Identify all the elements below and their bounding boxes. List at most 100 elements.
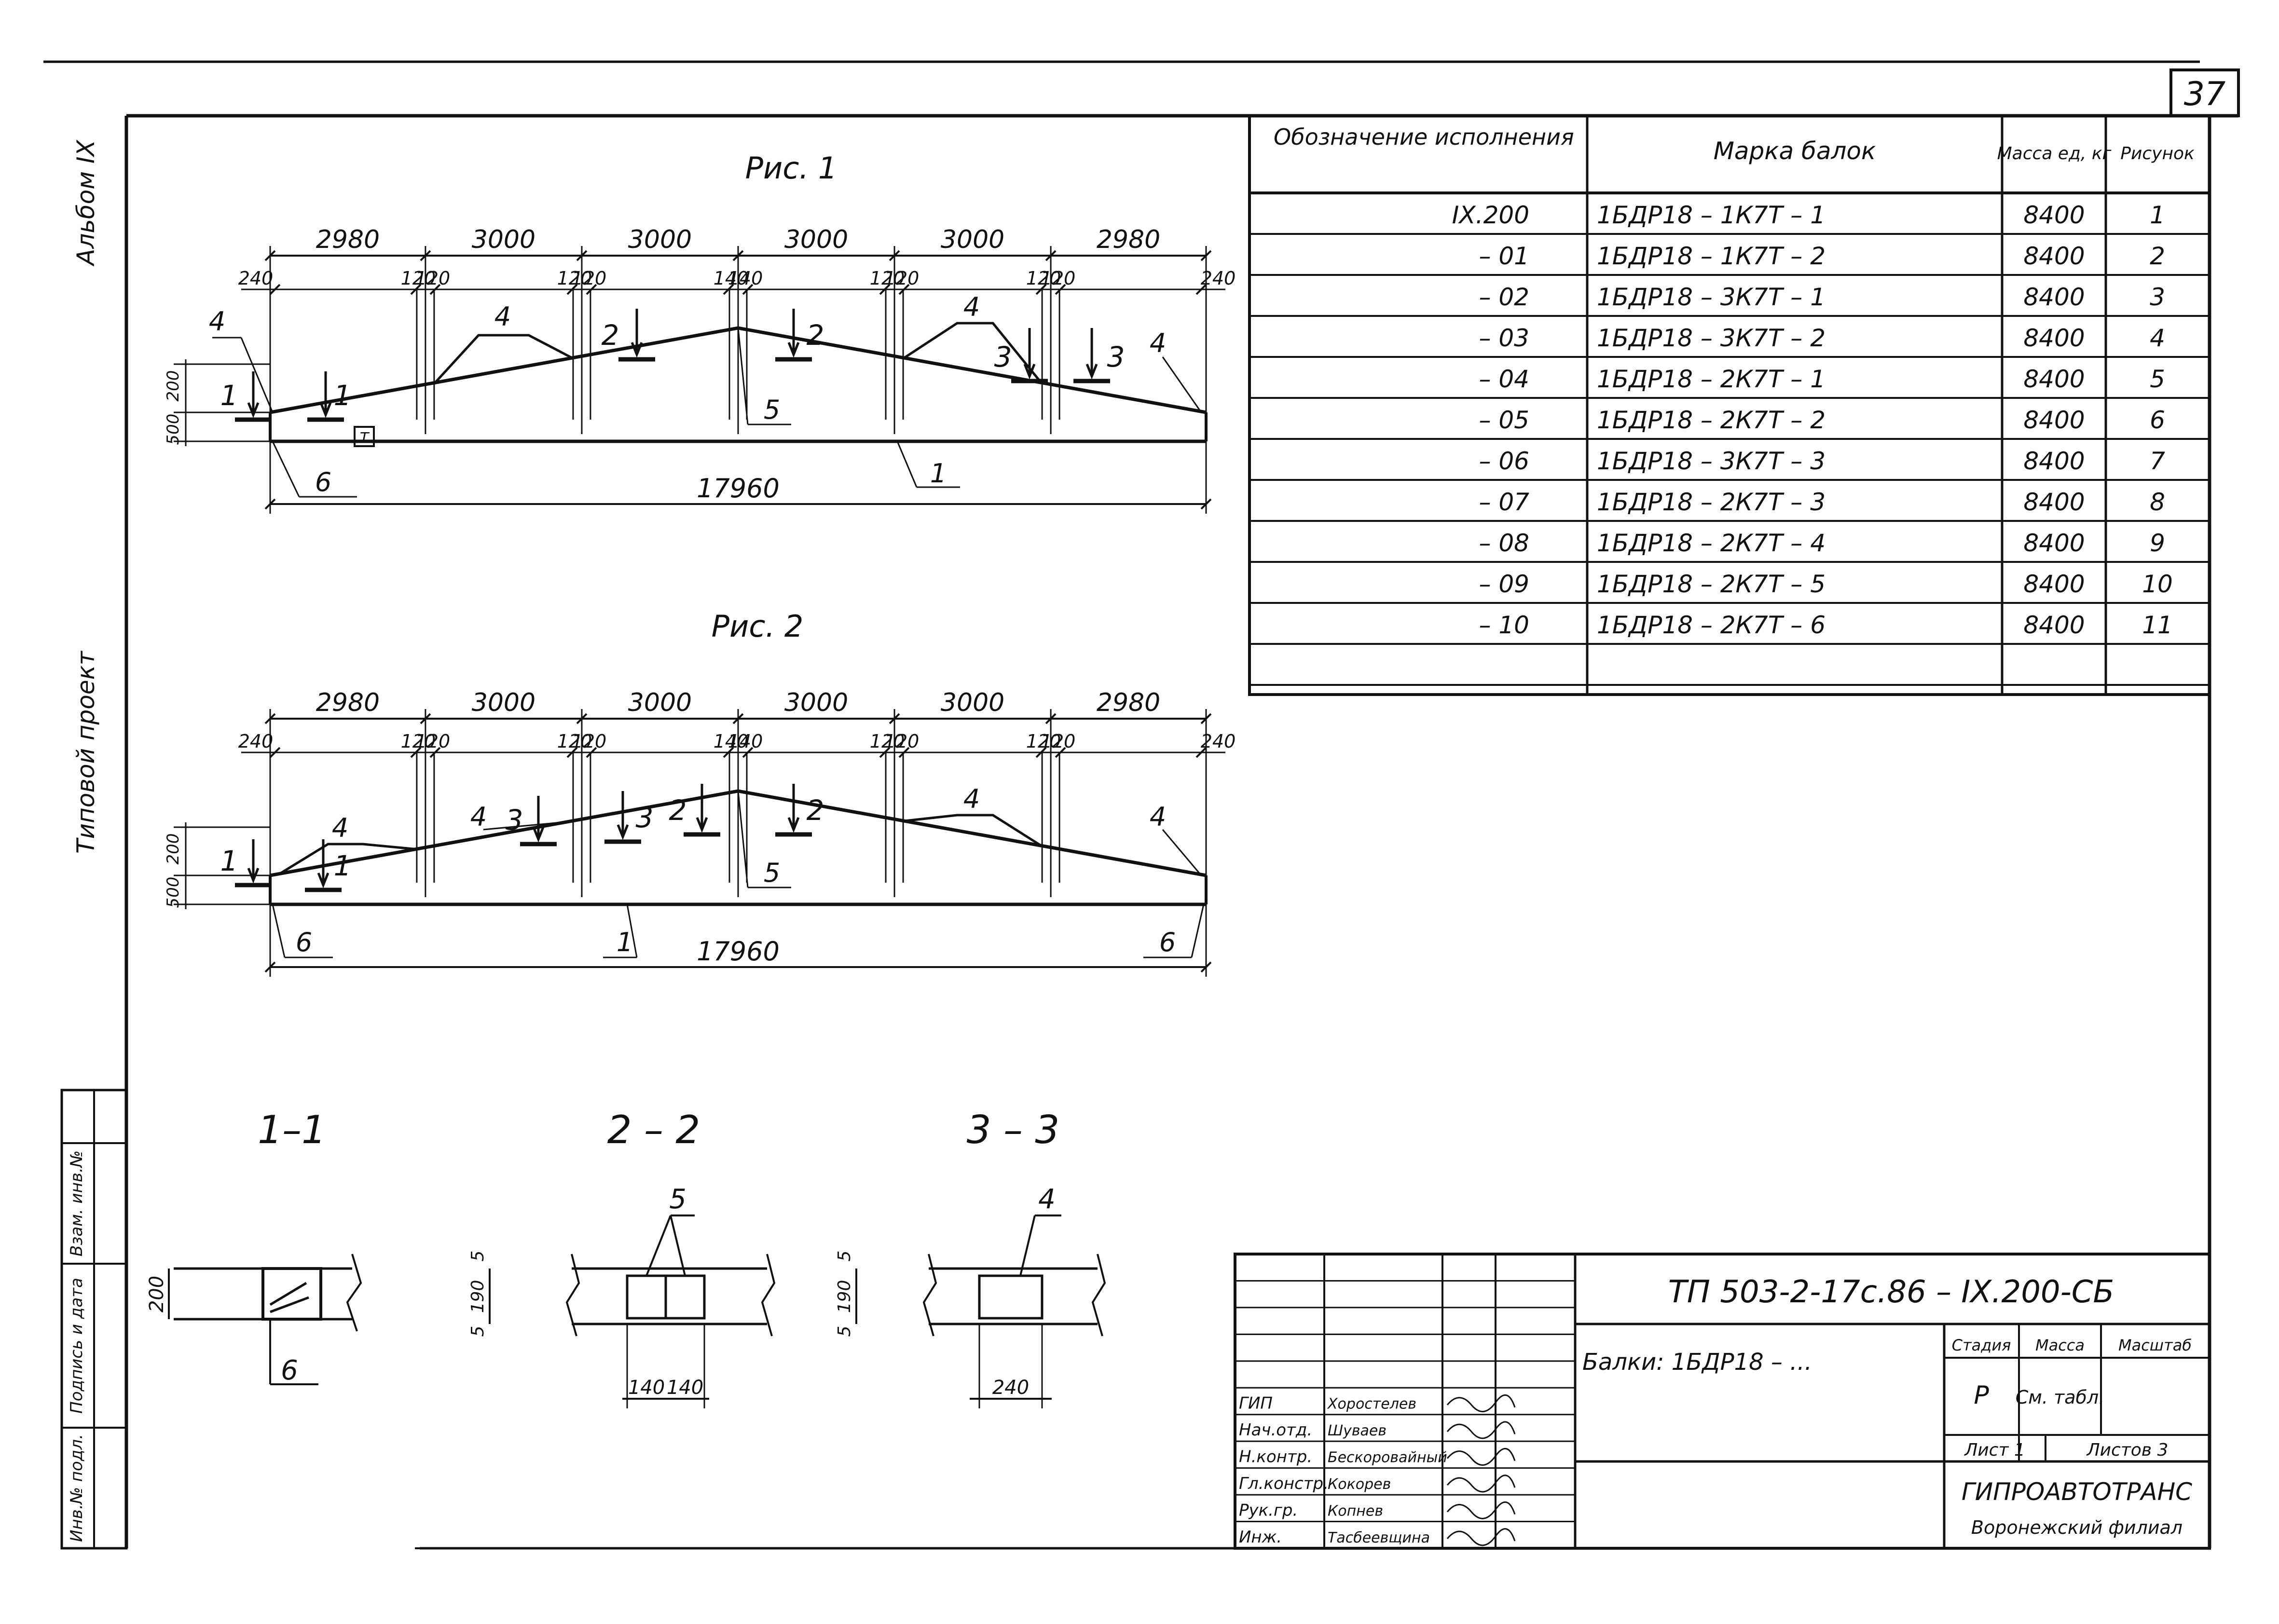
callout-4: 4 <box>963 292 980 322</box>
row-figure: 1 <box>2150 201 2165 229</box>
section-mark-2-label: 2 <box>807 794 824 827</box>
row-figure: 9 <box>2150 529 2165 557</box>
dimension-tick <box>1200 498 1212 510</box>
signature-mark <box>1446 1528 1516 1546</box>
row-designation: – 04 <box>1479 365 1529 393</box>
left-stamp: Инв.№ подл. Подпись и дата Взам. инв.№ <box>60 1089 128 1550</box>
height-label-500: 500 <box>164 414 183 445</box>
header-designation: Обозначение исполнения <box>1274 124 1574 150</box>
dimension-tick <box>420 250 431 261</box>
leader <box>737 791 749 888</box>
callout-6: 6 <box>1159 927 1176 957</box>
dimension-tick <box>410 747 422 758</box>
dimension-tick <box>889 713 900 724</box>
signature-mark <box>1446 1447 1516 1466</box>
section-1-height: 200 <box>146 1276 168 1312</box>
row-mark: 1БДР18 – 1К7Т – 1 <box>1597 201 1826 229</box>
leader <box>272 904 286 958</box>
dimension-tick <box>269 284 281 295</box>
section-2-dim-top: 5 <box>468 1251 488 1262</box>
dimension-tick <box>420 713 431 724</box>
section-3-3: 3 – 3 4 5 190 5 240 <box>835 1107 1106 1408</box>
span-label: 2980 <box>1097 225 1160 254</box>
offset-label: 240 <box>238 731 274 752</box>
leader <box>1162 356 1202 413</box>
row-mark: 1БДР18 – 1К7Т – 2 <box>1597 242 1826 270</box>
offset-label: 120 <box>401 731 436 752</box>
section-mark-2-label: 2 <box>669 794 687 827</box>
offset-label: 140 <box>714 268 749 289</box>
role-name: Шуваев <box>1328 1422 1387 1439</box>
signature-mark <box>1446 1501 1516 1519</box>
span-label: 2980 <box>316 688 380 717</box>
branch: Воронежский филиал <box>1971 1517 2183 1538</box>
row-mark: 1БДР18 – 2К7Т – 2 <box>1597 406 1826 434</box>
dimension-tick <box>1045 250 1057 261</box>
row-designation: – 08 <box>1479 529 1529 557</box>
section-mark-1-label: 1 <box>334 849 352 882</box>
section-mark-3-arrowhead <box>1085 364 1098 380</box>
dimension-tick <box>1035 747 1047 758</box>
section-mark-3-label: 3 <box>505 804 523 836</box>
section-mark-3-label: 3 <box>1107 341 1125 373</box>
section-1-callout: 6 <box>281 1355 298 1386</box>
dimension-tick <box>429 284 441 295</box>
row-designation: – 10 <box>1479 611 1529 639</box>
leader <box>896 441 918 488</box>
dimension-tick <box>566 284 578 295</box>
row-mass: 8400 <box>2023 283 2085 311</box>
section-mark-3-arrowhead <box>532 827 545 843</box>
dimension-tick <box>264 250 276 261</box>
dimension-tick <box>269 747 281 758</box>
offset-label: 240 <box>238 268 274 289</box>
row-mass: 8400 <box>2023 406 2085 434</box>
dimension-tick <box>1045 713 1057 724</box>
role-name: Копнев <box>1328 1503 1383 1520</box>
section-mark-1-arrowhead <box>247 402 260 418</box>
dimension-tick <box>264 713 276 724</box>
dimension-tick <box>1035 284 1047 295</box>
callout-4: 4 <box>1150 802 1166 832</box>
row-designation: – 09 <box>1479 570 1529 598</box>
leader <box>240 337 274 413</box>
span-label: 3000 <box>628 225 692 254</box>
role-name: Хоростелев <box>1327 1396 1416 1413</box>
row-mark: 1БДР18 – 3К7Т – 2 <box>1597 324 1826 352</box>
row-figure: 11 <box>2142 611 2173 639</box>
callout-4: 4 <box>963 784 980 814</box>
offset-label: 120 <box>401 268 436 289</box>
offset-label: 120 <box>1026 268 1061 289</box>
span-label: 3000 <box>472 225 535 254</box>
signature-mark <box>1446 1474 1516 1493</box>
leader <box>626 904 638 958</box>
row-designation: IX.200 <box>1452 201 1529 229</box>
row-mark: 1БДР18 – 2К7Т – 4 <box>1597 529 1826 557</box>
strand-trapezoid <box>434 334 573 384</box>
row-mass: 8400 <box>2023 570 2085 598</box>
stage-value: Р <box>1974 1381 1989 1410</box>
section-2-dim-bot: 5 <box>468 1326 488 1337</box>
section-mark-3-label: 3 <box>994 341 1012 373</box>
role-name: Тасбеевщина <box>1328 1529 1430 1546</box>
section-2-width-left: 140 <box>628 1377 665 1399</box>
marker-box <box>354 426 375 447</box>
stamp-replace-label: Взам. инв.№ <box>67 1150 86 1256</box>
row-mark: 1БДР18 – 3К7Т – 3 <box>1597 447 1826 475</box>
section-2-width-right: 140 <box>667 1377 703 1399</box>
dimension-tick <box>264 498 276 510</box>
dimension-tick <box>1195 284 1207 295</box>
header-mass: Масса ед, кг <box>1997 144 2112 164</box>
strand-trapezoid <box>279 843 416 875</box>
fig1-title: Рис. 1 <box>745 150 837 186</box>
section-3-callout: 4 <box>1038 1184 1056 1215</box>
row-designation: – 02 <box>1479 283 1529 311</box>
section-3-dim-top: 5 <box>835 1251 854 1262</box>
signature-mark <box>1446 1421 1516 1439</box>
stage-label: Стадия <box>1952 1336 2011 1354</box>
leader <box>272 441 300 497</box>
section-mark-2-arrowhead <box>787 817 800 833</box>
callout-5: 5 <box>764 395 780 425</box>
row-designation: – 06 <box>1479 447 1529 475</box>
height-label-200: 200 <box>164 833 183 865</box>
row-mark: 1БДР18 – 2К7Т – 5 <box>1597 570 1826 598</box>
